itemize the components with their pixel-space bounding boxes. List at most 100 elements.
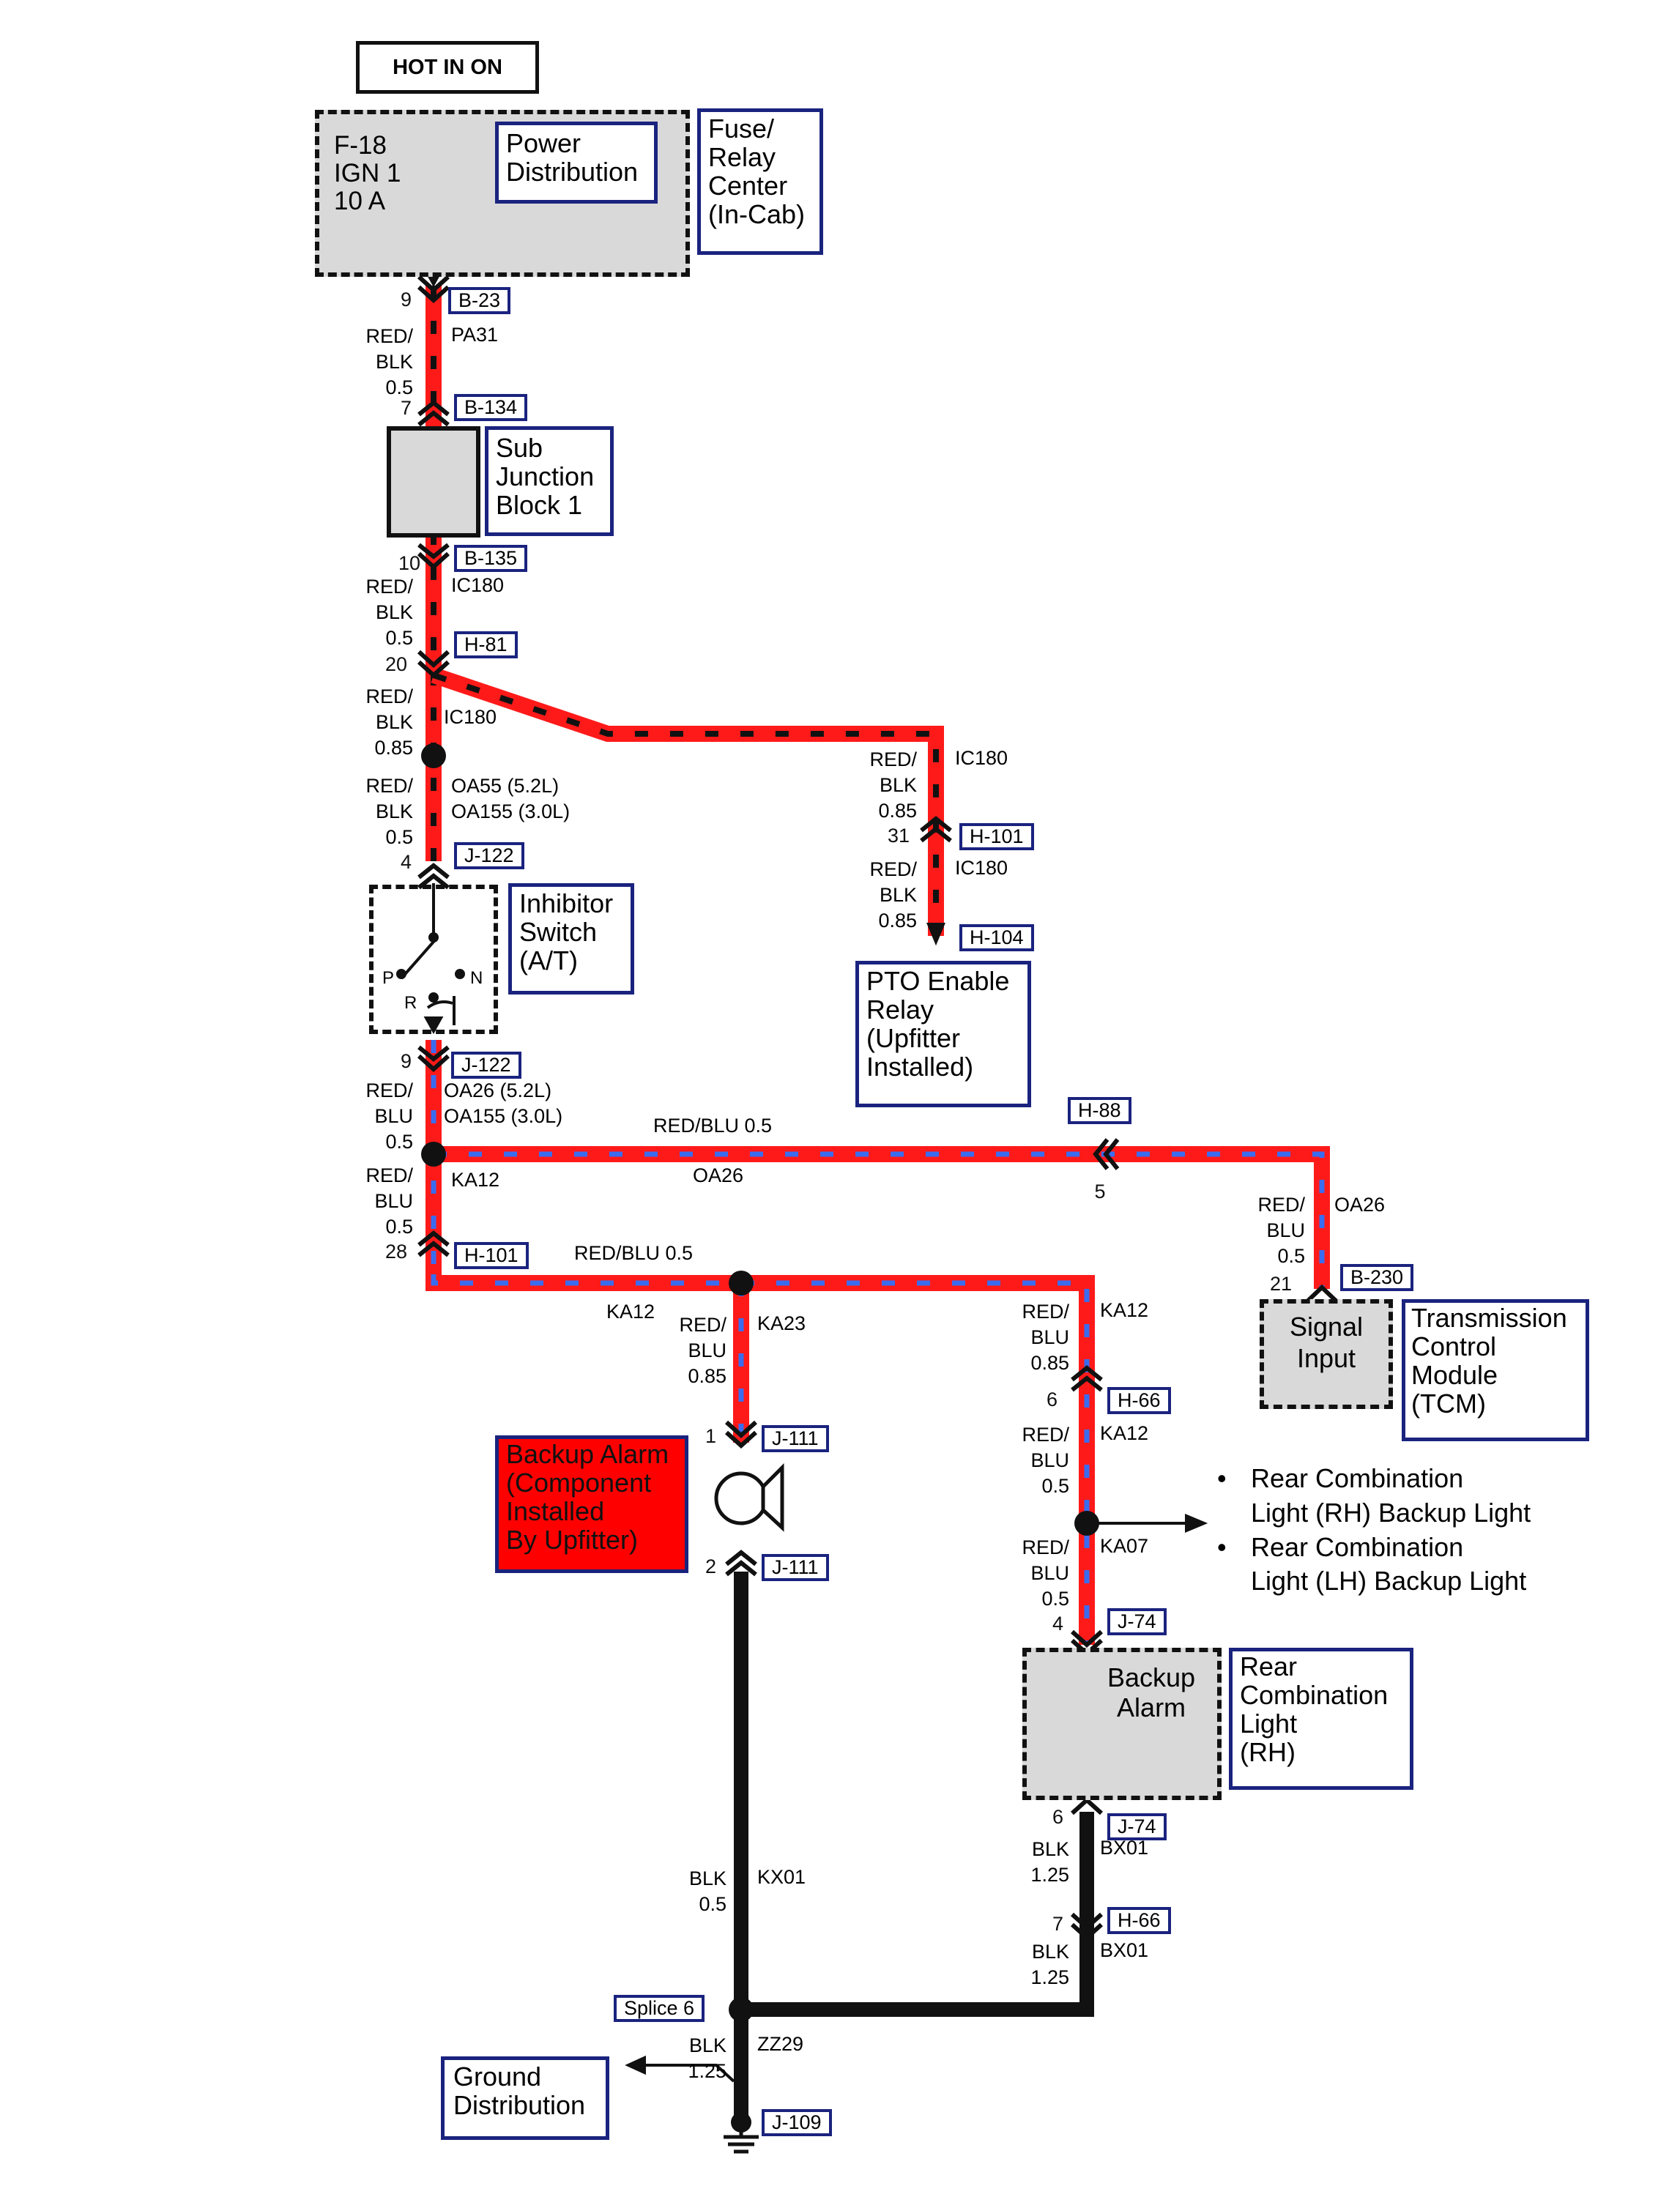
wire-spec: RED/ BLK 0.85 [869,748,917,822]
connector-tag: J-74 [1107,1608,1167,1635]
wire-spec: RED/BLU 0.5 [653,1115,773,1137]
pin-label: 10 [398,552,420,574]
wire-circuit: KA12 [606,1301,655,1323]
pin-label: 9 [401,1050,412,1072]
inhibitor-n-label: N [470,968,483,988]
pin-label: 9 [401,289,412,311]
wire-spec: RED/ BLU 0.85 [679,1314,726,1388]
bullet-list: •Rear Combination Light (RH) Backup Ligh… [1217,1462,1627,1599]
wire-spec: BLK 1.25 [688,2034,726,2083]
wire-circuit: IC180 [955,747,1008,769]
pin-label: 31 [888,825,910,847]
wire-circuit: IC180 [451,574,505,596]
wire-circuit: PA31 [451,324,499,346]
wires-red-blk [425,286,944,936]
wire-spec: RED/ BLU 0.85 [1022,1301,1069,1375]
pto-enable-relay-label: PTO Enable Relay (Upfitter Installed) [855,961,1031,1107]
wire-circuit: KA23 [757,1312,806,1334]
wire-spec: BLK 0.5 [688,1867,726,1916]
rear-combination-light-label: Rear Combination Light (RH) [1229,1648,1413,1790]
wire-circuit: OA26 (5.2L) OA155 (3.0L) [444,1079,563,1128]
connector-tag: H-104 [959,924,1034,951]
wire-circuit: ZZ29 [757,2033,804,2055]
wire-circuit: KA12 [1100,1299,1149,1321]
wire-spec: RED/ BLU 0.5 [1022,1536,1069,1610]
connector-tag: H-81 [454,631,518,658]
connector-tag: J-122 [451,1052,521,1079]
wire-circuit: KA12 [451,1169,500,1191]
connector-tag: B-230 [1340,1264,1414,1291]
fuse-relay-center-label: Fuse/ Relay Center (In-Cab) [697,108,823,255]
connector-tag: H-88 [1068,1097,1131,1124]
bullet-item: •Rear Combination Light (LH) Backup Ligh… [1217,1531,1527,1596]
wire-circuit: OA26 [1334,1194,1386,1216]
inhibitor-switch-label: Inhibitor Switch (A/T) [508,883,634,995]
connector-chevrons [417,275,1338,1941]
hot-in-on-box: HOT IN ON [356,41,539,94]
wire-circuit: KX01 [757,1866,806,1888]
wire-spec: RED/ BLK 0.85 [869,858,917,932]
backup-alarm-speaker-icon [714,1462,784,1532]
pin-label: 7 [1052,1913,1063,1935]
rear-light-inner-label: Backup Alarm [1107,1662,1196,1723]
wire-spec: RED/ BLU 0.5 [365,1079,413,1153]
pin-label: 21 [1270,1273,1292,1295]
wire-spec: RED/ BLK 0.5 [365,576,413,650]
wires-blk [734,1572,1094,2125]
pin-label: 1 [705,1425,716,1447]
rear-combination-light-box [1022,1648,1222,1800]
sub-junction-label: Sub Junction Block 1 [485,426,614,536]
wire-circuit: OA26 [693,1164,744,1186]
inhibitor-switch-box [369,885,498,1034]
backup-alarm-note: Backup Alarm (Component Installed By Upf… [495,1435,688,1573]
wire-spec: BLK 1.25 [1030,1838,1069,1886]
wire-circuit: BX01 [1100,1939,1149,1961]
tcm-signal-input-label: Signal Input [1289,1312,1364,1374]
connector-tag: J-109 [762,2109,832,2136]
bullet-item: •Rear Combination Light (RH) Backup Ligh… [1217,1463,1531,1528]
connector-tag: H-101 [454,1242,529,1269]
pin-label: 6 [1047,1389,1058,1410]
wire-circuit: IC180 [444,706,497,728]
pin-label: 20 [385,653,407,675]
wire-spec: RED/ BLK 0.5 [365,325,413,399]
connector-tag: J-111 [762,1554,829,1581]
wire-spec: RED/ BLU 0.5 [365,1164,413,1238]
wire-spec: RED/ BLU 0.5 [1022,1424,1069,1498]
wire-circuit: BX01 [1100,1837,1149,1859]
connector-tag: B-23 [448,287,511,314]
connector-tag: B-134 [454,394,528,421]
pin-label: 7 [401,397,412,419]
wire-circuit: IC180 [955,857,1008,879]
tcm-label: Transmission Control Module (TCM) [1402,1299,1589,1441]
pin-label: 28 [385,1241,407,1263]
wire-circuit: KA12 [1100,1422,1149,1444]
ground-distribution-label: Ground Distribution [441,2056,609,2140]
pin-label: 4 [401,851,412,873]
wire-circuit: OA55 (5.2L) OA155 (3.0L) [451,775,570,823]
connector-tag: J-74 [1107,1813,1167,1840]
connector-tag: H-66 [1107,1907,1171,1934]
pin-label: 4 [1052,1613,1063,1635]
wire-circuit: KA07 [1100,1535,1149,1557]
wire-spec: RED/ BLK 0.85 [365,685,413,759]
tcm-signal-input-box [1260,1299,1393,1409]
wire-spec: RED/ BLU 0.5 [1257,1194,1305,1268]
connector-tag: H-66 [1107,1387,1171,1414]
pin-label: 5 [1094,1181,1105,1202]
connector-tag: H-101 [959,823,1034,850]
wire-spec: RED/BLU 0.5 [574,1242,694,1264]
fuse-f18-label: F-18 IGN 1 10 A [334,131,401,215]
wire-spec: RED/ BLK 0.5 [365,775,413,849]
pin-label: 2 [705,1555,716,1577]
wires-red-blu [425,1040,1330,1645]
sub-junction-block-box [387,426,480,538]
power-distribution-label: Power Distribution [495,122,658,204]
connector-tag: J-122 [454,842,524,869]
wire-spec: BLK 1.25 [1030,1941,1069,1989]
inhibitor-p-label: P [382,968,395,988]
splice-tag: Splice 6 [614,1995,705,2022]
inhibitor-r-label: R [404,993,417,1013]
